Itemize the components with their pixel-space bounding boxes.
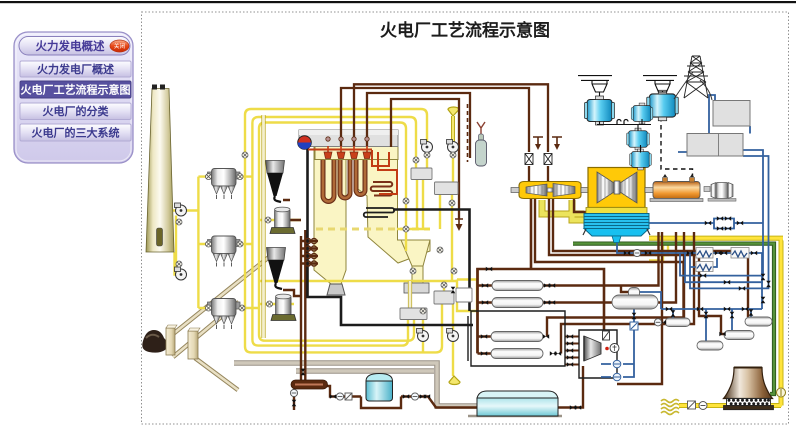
svg-text:火电厂工艺流程示意图: 火电厂工艺流程示意图 bbox=[380, 20, 550, 40]
svg-text:火力发电概述: 火力发电概述 bbox=[36, 39, 105, 53]
svg-text:关闭: 关闭 bbox=[114, 42, 126, 50]
svg-text:火电厂的三大系统: 火电厂的三大系统 bbox=[32, 126, 120, 140]
svg-text:火力发电厂概述: 火力发电厂概述 bbox=[37, 62, 114, 76]
svg-text:火电厂工艺流程示意图: 火电厂工艺流程示意图 bbox=[21, 83, 131, 97]
svg-text:火电厂的分类: 火电厂的分类 bbox=[43, 104, 110, 118]
